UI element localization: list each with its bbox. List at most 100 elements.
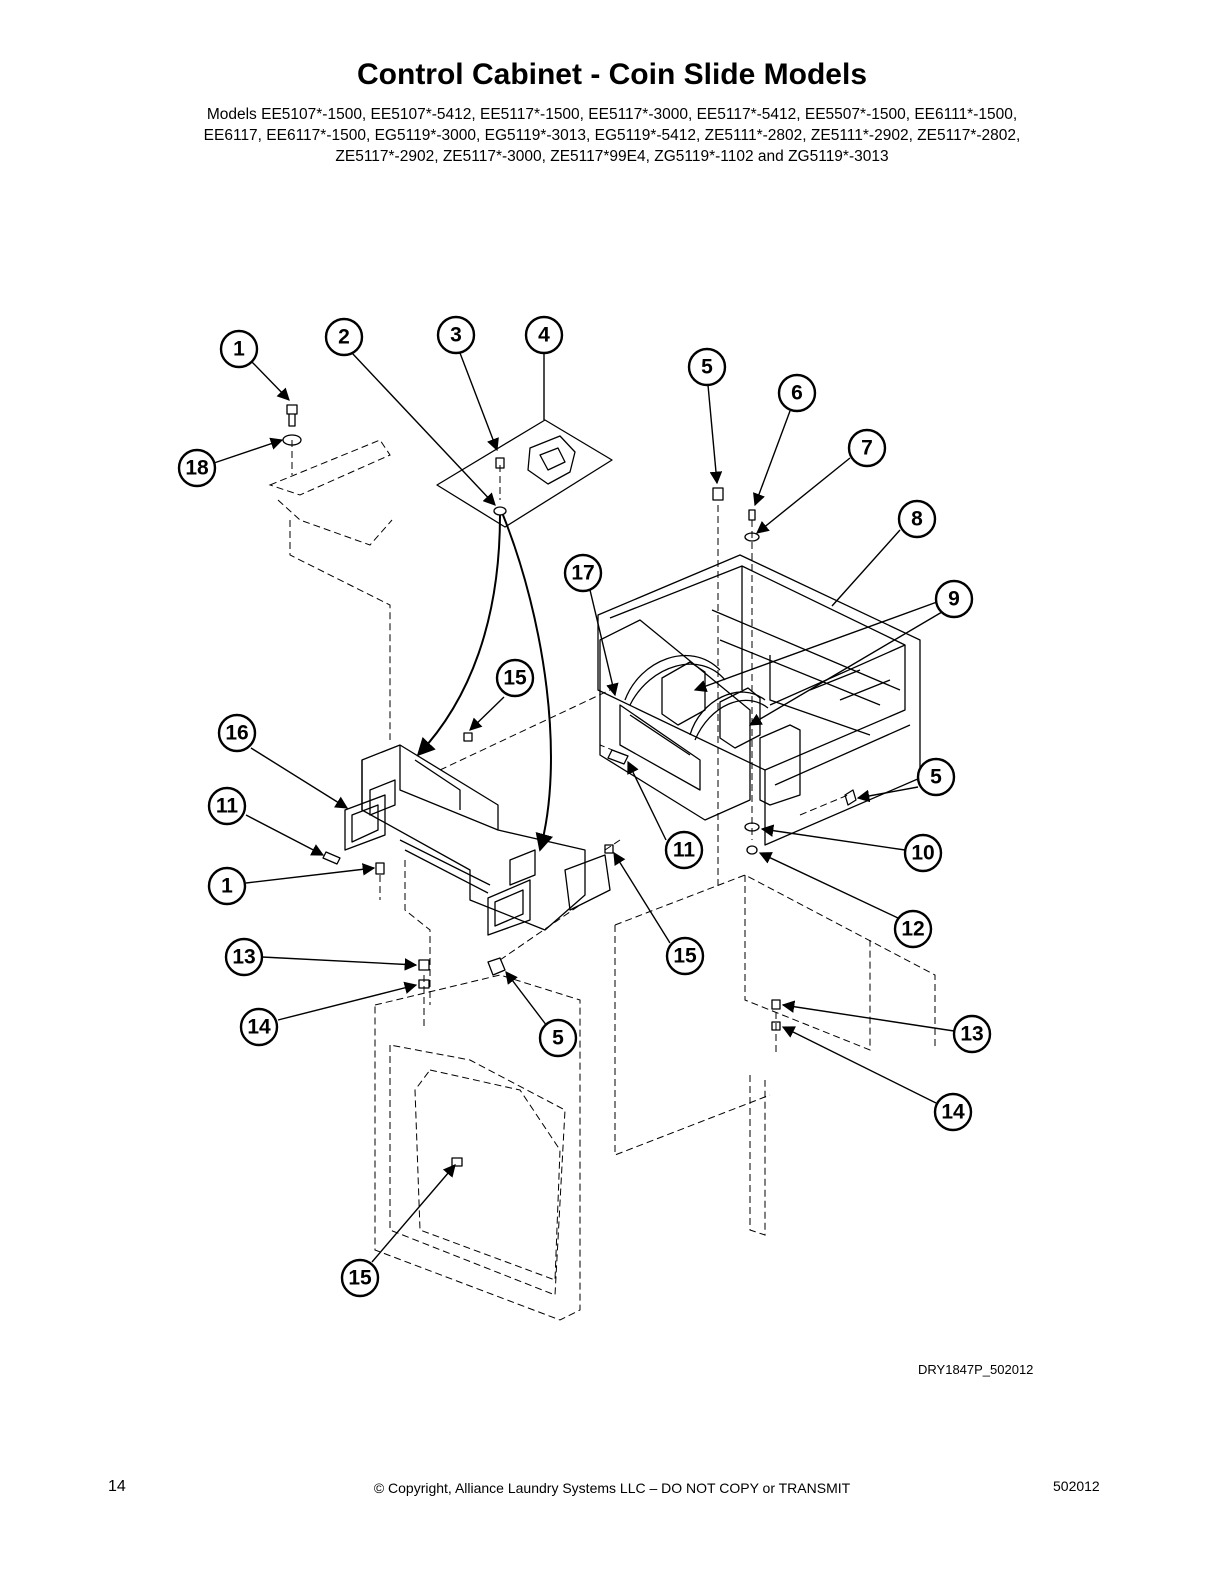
svg-text:13: 13	[960, 1023, 983, 1046]
coin-bracket	[414, 759, 461, 810]
svg-text:16: 16	[225, 722, 248, 745]
svg-text:1: 1	[221, 875, 233, 898]
svg-text:5: 5	[701, 356, 713, 379]
callout: 18	[177, 448, 217, 488]
alignment-line	[604, 839, 621, 851]
coin-slot-left	[351, 804, 379, 843]
front-cabinet-phantom	[374, 974, 581, 1321]
cabinet-window	[809, 669, 861, 691]
callout: 9	[934, 579, 974, 619]
wire-harness	[629, 663, 726, 706]
nut	[746, 845, 758, 855]
svg-text:9: 9	[948, 588, 960, 611]
bracket-plate	[369, 779, 396, 816]
svg-text:7: 7	[861, 437, 873, 460]
alignment-line	[799, 794, 849, 816]
assembly-arrows	[416, 514, 553, 852]
screw	[487, 957, 506, 976]
model-list: Models EE5107*-1500, EE5107*-5412, EE511…	[112, 104, 1112, 167]
assembly-arrow	[502, 514, 553, 852]
model-list-line: EE6117, EE6117*-1500, EG5119*-3000, EG51…	[203, 127, 1021, 144]
wire-harness	[689, 691, 766, 736]
copyright-notice: © Copyright, Alliance Laundry Systems LL…	[373, 1480, 851, 1496]
rear-cabinet-phantom	[614, 874, 936, 1050]
screw	[495, 457, 505, 469]
coin-slide-housing	[661, 661, 706, 726]
nut	[418, 979, 430, 989]
nut	[493, 506, 507, 516]
bracket-rail	[399, 839, 491, 886]
model-list-line: Models EE5107*-1500, EE5107*-5412, EE511…	[206, 106, 1018, 123]
callout: 14	[933, 1092, 973, 1132]
front-cabinet-phantom	[404, 860, 431, 1005]
kit-bracket	[527, 435, 576, 485]
coin-slot-right	[487, 879, 531, 936]
kit-panel	[436, 419, 613, 528]
model-list-line: ZE5117*-2902, ZE5117*-3000, ZE5117*99E4,…	[335, 148, 889, 165]
cabinet-window	[839, 679, 891, 701]
screw	[375, 862, 385, 875]
callout: 12	[893, 909, 933, 949]
svg-text:5: 5	[930, 766, 942, 789]
alignment-line	[439, 689, 611, 771]
assembly-arrow	[416, 514, 501, 757]
kit-bracket	[539, 447, 566, 471]
callout: 15	[665, 936, 705, 976]
callout: 11	[207, 786, 247, 826]
svg-text:2: 2	[338, 326, 350, 349]
wire-harness	[624, 654, 721, 701]
coin-slide-housing	[719, 687, 761, 749]
screw	[771, 999, 781, 1010]
page-title: Control Cabinet - Coin Slide Models	[357, 58, 867, 91]
alignment-line	[499, 904, 581, 961]
rear-cabinet-phantom	[749, 1075, 766, 1236]
panel-slot	[629, 714, 691, 756]
leader-lines	[213, 352, 955, 1263]
screw	[712, 487, 724, 501]
svg-text:10: 10	[911, 842, 934, 865]
callout: 14	[239, 1007, 279, 1047]
washer	[744, 822, 760, 832]
callout: 5	[538, 1018, 578, 1058]
callout: 8	[897, 499, 937, 539]
control-cabinet-box	[764, 645, 906, 771]
callout: 13	[952, 1014, 992, 1054]
svg-text:5: 5	[552, 1027, 564, 1050]
svg-text:12: 12	[901, 918, 924, 941]
callout: 1	[207, 866, 247, 906]
callout: 17	[563, 553, 603, 593]
coin-slot-left	[344, 794, 386, 851]
callout: 5	[687, 347, 727, 387]
callout: 7	[847, 428, 887, 468]
cabinet-window	[769, 655, 871, 736]
top-cover-phantom	[268, 439, 391, 496]
svg-text:14: 14	[247, 1016, 271, 1039]
svg-text:3: 3	[450, 324, 462, 347]
control-cabinet-box	[609, 565, 906, 706]
callout: 15	[340, 1258, 380, 1298]
svg-text:4: 4	[538, 324, 550, 347]
callout: 1	[219, 329, 259, 369]
screw	[844, 789, 857, 806]
nut	[771, 1021, 781, 1031]
svg-text:14: 14	[941, 1101, 965, 1124]
clip	[451, 1157, 463, 1167]
page-number: 14	[108, 1478, 126, 1495]
screw	[748, 509, 756, 521]
phantom-lines	[268, 439, 936, 1321]
svg-text:1: 1	[233, 338, 245, 361]
clip	[463, 732, 473, 742]
bracket-plate	[509, 849, 536, 886]
svg-text:11: 11	[216, 795, 239, 818]
callout: 2	[324, 317, 364, 357]
coin-slot-right	[494, 889, 524, 927]
washer	[744, 532, 760, 542]
coin-bracket	[361, 744, 586, 931]
coin-bracket	[399, 745, 499, 831]
front-cabinet-phantom	[389, 1044, 566, 1296]
callout: 11	[664, 830, 704, 870]
callouts: 1 2 3 4 5 6 7 18 8 17 9 15 16 11 5 11 10…	[177, 315, 992, 1298]
svg-text:8: 8	[911, 508, 923, 531]
callout: 10	[903, 833, 943, 873]
